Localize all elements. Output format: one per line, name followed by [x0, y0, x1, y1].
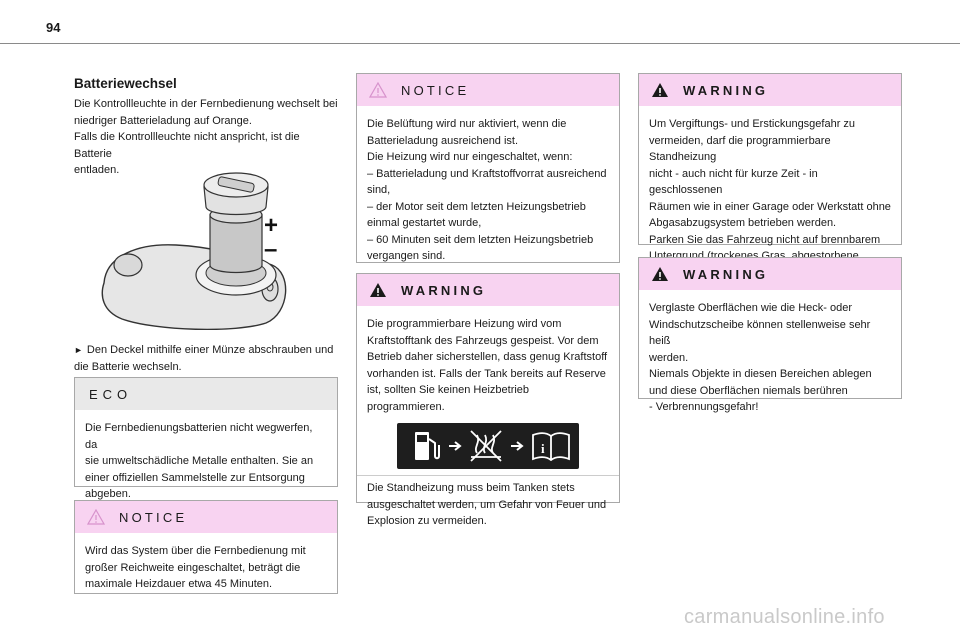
notice-body-middle: Die Belüftung wird nur aktiviert, wenn d… [367, 118, 607, 262]
warning-label-middle: WARNING [401, 282, 487, 298]
refuel-pictogram: i [397, 423, 579, 469]
warning-body-middle: Die programmierbare Heizung wird vom Kra… [367, 318, 608, 413]
warning-label-right-1: WARNING [683, 82, 769, 98]
eco-header: ECO [75, 378, 337, 410]
eco-body: Die Fernbedienungsbatterien nicht wegwer… [85, 422, 314, 500]
manual-book-icon: i [532, 432, 570, 462]
notice-header-left: NOTICE [75, 501, 337, 533]
watermark: carmanualsonline.info [684, 606, 885, 628]
plus-mark: + [264, 212, 278, 239]
warning-triangle-icon [652, 267, 668, 281]
svg-text:i: i [541, 441, 545, 456]
notice-label-left: NOTICE [119, 509, 188, 525]
step-arrow-icon: ► [74, 345, 83, 355]
eco-box: ECO Die Fernbedienungsbatterien nicht we… [74, 377, 338, 500]
notice-triangle-icon [369, 82, 387, 98]
arrow-right-icon [449, 441, 462, 451]
remote-button [113, 253, 143, 277]
warning-body-middle-after: Die Standheizung muss beim Tanken stets … [357, 475, 619, 538]
heater-off-icon [470, 430, 502, 462]
page-number: 94 [46, 20, 61, 35]
notice-body-left: Wird das System über die Fernbedienung m… [85, 545, 306, 590]
notice-triangle-icon [87, 509, 105, 525]
warning-label-right-2: WARNING [683, 266, 769, 282]
warning-triangle-icon [370, 283, 386, 297]
warning-triangle-icon [652, 83, 668, 97]
fuel-pump-icon [415, 432, 440, 460]
warning-box-middle: WARNING Die programmierbare Heizung wird… [356, 273, 620, 527]
warning-header-right-1: WARNING [639, 74, 901, 106]
notice-header-middle: NOTICE [357, 74, 619, 106]
minus-mark: – [264, 236, 277, 263]
warning-box-right-1: WARNING Um Vergiftungs- und Erstickungsg… [638, 73, 902, 295]
warning-header-right-2: WARNING [639, 258, 901, 290]
notice-box-middle: NOTICE Die Belüftung wird nur aktiviert,… [356, 73, 620, 263]
notice-label-middle: NOTICE [401, 82, 470, 98]
section-title: Batteriewechsel [74, 76, 177, 91]
battery-remote-illustration: + – [101, 172, 287, 330]
header-rule [0, 43, 960, 44]
battery [209, 214, 263, 274]
step-text: Den Deckel mithilfe einer Münze abschrau… [74, 344, 334, 373]
eco-label: ECO [89, 386, 133, 402]
section-intro: Die Kontrollleuchte in der Fernbedienung… [74, 98, 338, 176]
warning-body-right-2: Verglaste Oberflächen wie die Heck- oder… [649, 302, 872, 413]
warning-box-right-2: WARNING Verglaste Oberflächen wie die He… [638, 257, 902, 413]
notice-box-left: NOTICE Wird das System über die Fernbedi… [74, 500, 338, 594]
step-instruction: ►Den Deckel mithilfe einer Münze abschra… [74, 342, 340, 375]
arrow-right-icon [511, 441, 524, 451]
warning-header-middle: WARNING [357, 274, 619, 306]
